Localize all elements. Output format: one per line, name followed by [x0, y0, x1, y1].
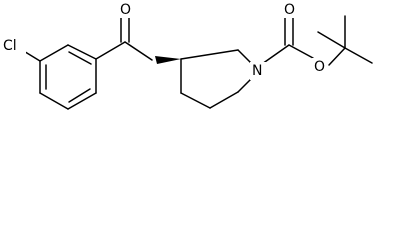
bond-c4-c5 — [180, 92, 211, 109]
bond-c5-c6 — [209, 91, 239, 109]
bond-n-carbamate — [261, 44, 290, 65]
bond-ring-carbonyl — [95, 41, 126, 60]
bond-c6-n — [237, 77, 253, 93]
chlorine-atom-label: Cl — [3, 38, 17, 54]
bond-ring-e-inner — [68, 88, 91, 103]
bond-ring-e — [67, 92, 97, 110]
bond-tbu-methyl-left — [317, 31, 346, 49]
ring-nitrogen-label: N — [252, 63, 262, 79]
chlorophenyl-ring — [39, 44, 97, 110]
carbonyl-oxygen-label: O — [284, 2, 295, 18]
bond-carbamate-o — [288, 44, 314, 59]
bond-ring-a — [67, 44, 97, 60]
bond-n-c2 — [237, 49, 253, 65]
bond-tbu-methyl-right — [344, 47, 373, 64]
bond-ring-d — [39, 92, 69, 110]
molecule-structure: Cl O N O O — [3, 2, 373, 110]
ketone-oxygen-label: O — [120, 2, 131, 18]
stereo-wedge-bond — [155, 56, 181, 64]
piperidine-ring — [155, 49, 253, 109]
bond-carbonyl-c3 — [124, 41, 153, 61]
ester-oxygen-label: O — [314, 59, 325, 75]
bond-c2-c3 — [180, 49, 239, 60]
bond-ring-a-inner — [68, 51, 92, 65]
bond-ring-b — [39, 44, 69, 62]
bond-o-tbu — [328, 47, 346, 66]
